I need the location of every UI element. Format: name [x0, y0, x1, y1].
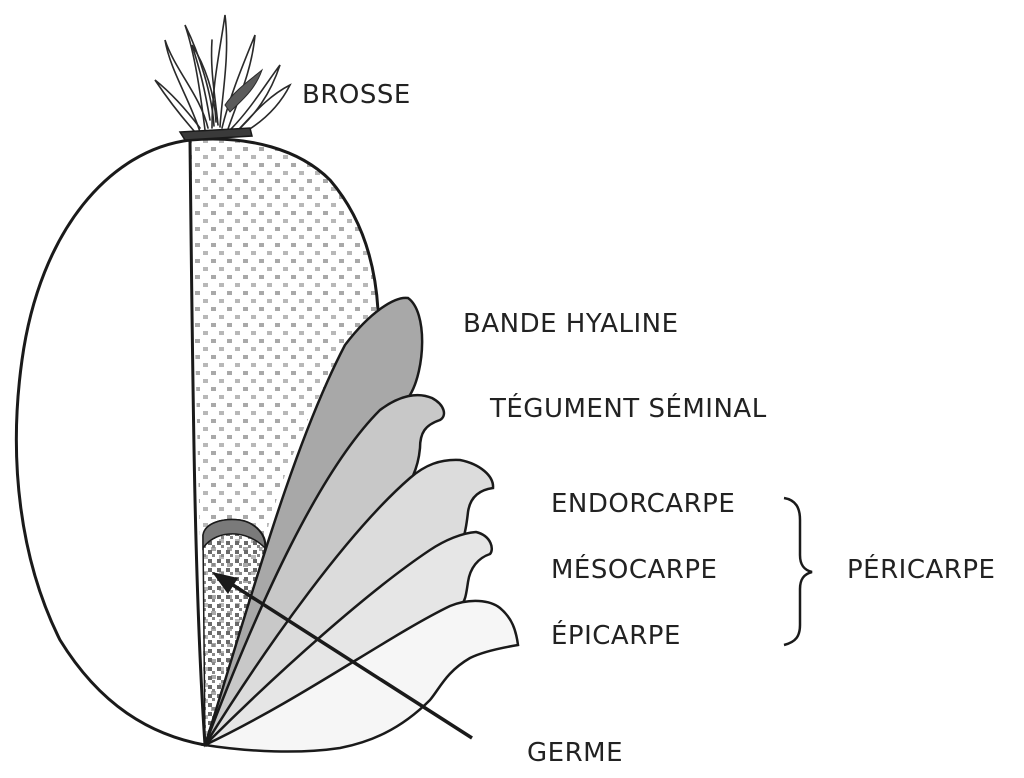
label-germe: GERME — [527, 738, 624, 768]
grain-outer-half — [14, 138, 207, 747]
epicarpe-layer — [200, 599, 520, 753]
brush-base — [178, 127, 253, 141]
label-tegument-seminal: TÉGUMENT SÉMINAL — [490, 394, 767, 424]
brush-leaf — [224, 68, 264, 113]
label-brosse: BROSSE — [302, 80, 411, 110]
germ-arrow — [212, 572, 473, 740]
brush-hairs — [154, 14, 292, 133]
pericarpe-brace — [783, 496, 813, 647]
label-pericarpe: PÉRICARPE — [847, 555, 996, 585]
label-mesocarpe: MÉSOCARPE — [551, 555, 718, 585]
label-bande-hyaline: BANDE HYALINE — [463, 309, 679, 339]
label-endocarpe: ENDORCARPE — [551, 489, 736, 519]
label-epicarpe: ÉPICARPE — [551, 621, 681, 651]
endosperm-outline — [189, 137, 380, 311]
